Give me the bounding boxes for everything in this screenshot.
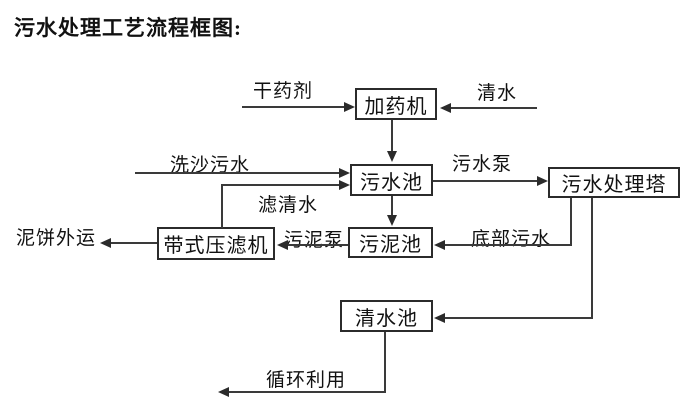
edge-clean-water-line	[450, 107, 537, 109]
arrowhead-recycling	[218, 387, 229, 397]
edge-filtered-water-hline	[221, 184, 339, 186]
arrowhead-mud-cake	[100, 238, 111, 248]
edge-sewage-pump-line	[433, 180, 537, 182]
flow-label-sludge-pump: 污泥泵	[284, 230, 345, 251]
flow-label-clean-water-in: 清水	[477, 83, 518, 104]
flow-label-sand-washing-sewage: 洗沙污水	[170, 155, 251, 176]
flow-label-recycling: 循环利用	[266, 370, 347, 391]
edge-recycling-hline	[228, 391, 386, 393]
arrowhead-into-dosing-left	[344, 102, 355, 112]
diagram-title: 污水处理工艺流程框图:	[14, 16, 242, 40]
arrowhead-into-sewage-left-lower	[339, 180, 350, 190]
arrowhead-into-sewage-top	[387, 151, 397, 162]
flow-label-sewage-pump: 污水泵	[452, 154, 513, 175]
edge-dosing-to-sewage-line	[391, 120, 393, 152]
edge-bottom-sewage-hline	[445, 244, 572, 246]
node-clean-water-pool: 清水池	[340, 300, 433, 332]
edge-sludge-pump-line	[287, 244, 348, 246]
edge-dry-agent-line	[242, 106, 345, 108]
edge-tower-to-clean-vline	[591, 198, 593, 319]
flow-label-filtered-water: 滤清水	[258, 195, 319, 216]
arrowhead-into-dosing-right	[440, 103, 451, 113]
edge-sewage-to-sludge-line	[391, 196, 393, 216]
arrowhead-into-tower	[537, 176, 548, 186]
edge-filtered-water-vline	[221, 184, 223, 228]
arrowhead-into-clean-pool	[434, 313, 445, 323]
node-sludge-pool: 污泥池	[348, 227, 433, 258]
flow-label-mud-cake-outbound: 泥饼外运	[16, 228, 97, 249]
arrowhead-into-belt-press	[277, 240, 288, 250]
arrowhead-into-sludge-top	[387, 215, 397, 226]
node-dosing-machine: 加药机	[355, 88, 437, 120]
edge-bottom-sewage-vline	[570, 198, 572, 245]
node-sewage-pool: 污水池	[350, 164, 433, 196]
flow-label-bottom-sewage: 底部污水	[471, 229, 552, 250]
node-belt-filter-press: 带式压滤机	[157, 227, 275, 260]
arrowhead-into-sewage-left-upper	[339, 168, 350, 178]
edge-sand-washing-line	[135, 172, 340, 174]
arrowhead-into-sludge-right	[434, 240, 445, 250]
flow-label-dry-agent: 干药剂	[253, 81, 314, 102]
edge-recycling-vline	[384, 332, 386, 393]
edge-mud-cake-line	[110, 242, 157, 244]
node-treatment-tower: 污水处理塔	[548, 167, 680, 198]
edge-tower-to-clean-hline	[445, 317, 593, 319]
